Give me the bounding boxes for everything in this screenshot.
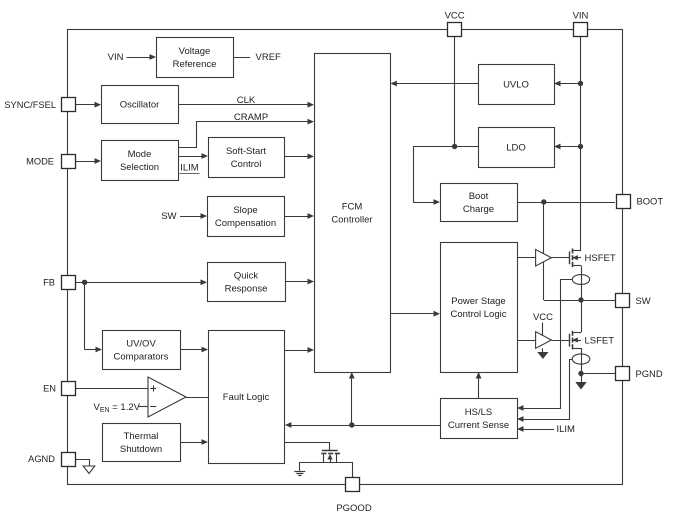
svg-text:Charge: Charge: [463, 204, 494, 215]
svg-text:CLK: CLK: [237, 95, 256, 106]
svg-text:Thermal: Thermal: [124, 431, 159, 442]
svg-text:VIN: VIN: [573, 11, 589, 22]
svg-text:Power Stage: Power Stage: [451, 296, 505, 307]
svg-text:AGND: AGND: [28, 454, 55, 464]
svg-text:LDO: LDO: [506, 142, 526, 153]
svg-text:PGND: PGND: [636, 368, 663, 379]
svg-text:Slope: Slope: [233, 205, 257, 216]
svg-text:FB: FB: [43, 278, 55, 288]
svg-text:Voltage: Voltage: [179, 46, 211, 57]
svg-text:Compensation: Compensation: [215, 218, 276, 229]
svg-text:Reference: Reference: [173, 59, 217, 70]
svg-text:Controller: Controller: [331, 214, 372, 225]
svg-text:ILIM: ILIM: [557, 424, 576, 435]
svg-text:VCC: VCC: [533, 312, 553, 323]
svg-text:BOOT: BOOT: [637, 196, 664, 207]
svg-text:Mode: Mode: [128, 149, 152, 160]
svg-text:Control Logic: Control Logic: [451, 309, 507, 320]
svg-text:Soft-Start: Soft-Start: [226, 146, 266, 157]
svg-text:MODE: MODE: [26, 156, 54, 166]
svg-text:SW: SW: [636, 295, 651, 306]
svg-text:VEN = 1.2V: VEN = 1.2V: [94, 402, 141, 414]
svg-text:VIN: VIN: [108, 52, 124, 63]
svg-text:SW: SW: [161, 211, 176, 222]
svg-text:CRAMP: CRAMP: [234, 112, 268, 123]
svg-text:Fault Logic: Fault Logic: [223, 392, 270, 403]
svg-text:UV/OV: UV/OV: [126, 338, 156, 349]
svg-text:SYNC/FSEL: SYNC/FSEL: [4, 100, 56, 110]
svg-text:Boot: Boot: [469, 191, 489, 202]
svg-text:Oscillator: Oscillator: [120, 99, 160, 110]
svg-text:PGOOD: PGOOD: [336, 503, 372, 514]
svg-text:Current Sense: Current Sense: [448, 420, 509, 431]
svg-text:Control: Control: [231, 159, 262, 170]
svg-text:Selection: Selection: [120, 162, 159, 173]
svg-text:HSFET: HSFET: [585, 253, 616, 264]
svg-text:Quick: Quick: [234, 270, 259, 281]
svg-text:VCC: VCC: [445, 11, 465, 22]
svg-text:UVLO: UVLO: [503, 79, 529, 90]
svg-text:Shutdown: Shutdown: [120, 444, 162, 455]
svg-text:Response: Response: [225, 283, 268, 294]
svg-text:VREF: VREF: [256, 52, 282, 63]
svg-text:ILIM: ILIM: [180, 163, 199, 174]
svg-text:HS/LS: HS/LS: [465, 407, 492, 418]
svg-text:Comparators: Comparators: [114, 351, 169, 362]
svg-text:EN: EN: [43, 383, 56, 393]
svg-text:LSFET: LSFET: [585, 335, 615, 346]
svg-text:FCM: FCM: [342, 201, 363, 212]
